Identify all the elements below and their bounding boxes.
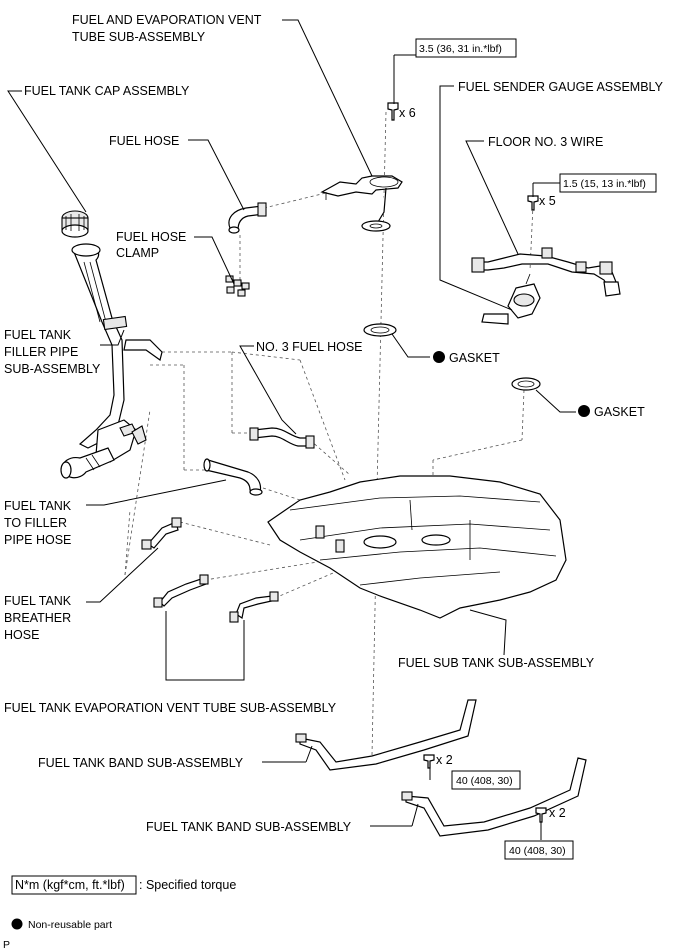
legend-non-reusable-text: Non-reusable part (28, 919, 112, 931)
label-filler-pipe-line-1: FUEL TANK (4, 328, 72, 342)
legend: N*m (kgf*cm, ft.*lbf) : Specified torque… (3, 875, 236, 951)
label-gasket-2: GASKET (594, 405, 645, 419)
fuel-sender-gauge-part (481, 273, 541, 325)
tank-to-filler-hose-part (203, 458, 263, 496)
torque-box-band-1 (451, 770, 521, 790)
torque-value-top: 3.5 (36, 31 in.*lbf) (419, 43, 502, 55)
label-breather-hose-line-2: BREATHER (4, 611, 71, 625)
bolt-sender-icon (527, 195, 539, 211)
fuel-hose-clamp-part (225, 275, 250, 297)
part-labels: FUEL AND EVAPORATION VENT TUBE SUB-ASSEM… (4, 13, 664, 834)
label-tank-to-filler-hose-line-2: TO FILLER (4, 516, 67, 530)
bolt-band-2-icon (535, 807, 547, 823)
torque-callouts: 3.5 (36, 31 in.*lbf) x 6 1.5 (15, 13 in.… (399, 38, 657, 860)
label-band-1: FUEL TANK BAND SUB-ASSEMBLY (38, 756, 244, 770)
label-tank-to-filler-hose-line-1: FUEL TANK (4, 499, 72, 513)
label-evap-vent-tube: FUEL TANK EVAPORATION VENT TUBE SUB-ASSE… (4, 701, 337, 715)
legend-torque-box (11, 875, 137, 895)
gasket-2-part (511, 377, 541, 391)
label-fuel-hose: FUEL HOSE (109, 134, 179, 148)
fuel-sub-tank-part (267, 475, 567, 619)
legend-torque-text: : Specified torque (139, 878, 236, 892)
label-fuel-hose-clamp-line-2: CLAMP (116, 246, 159, 260)
no3-fuel-hose-part (249, 427, 315, 449)
label-breather-hose-line-1: FUEL TANK (4, 594, 72, 608)
torque-box-band-2 (504, 840, 574, 860)
bolt-band-1-icon (423, 754, 435, 769)
legend-non-reusable-dot-icon (11, 918, 23, 930)
bolt-qty-band-1: x 2 (436, 753, 453, 767)
torque-value-band-1: 40 (408, 30) (456, 775, 513, 787)
gasket-1-part (363, 323, 397, 337)
torque-value-band-2: 40 (408, 30) (509, 845, 566, 857)
torque-value-sender: 1.5 (15, 13 in.*lbf) (563, 178, 646, 190)
label-fuel-hose-clamp-line-1: FUEL HOSE (116, 230, 186, 244)
label-filler-pipe-line-3: SUB-ASSEMBLY (4, 362, 101, 376)
fuel-tank-band-2-part (401, 757, 587, 837)
corner-mark: P (3, 939, 10, 951)
label-band-2: FUEL TANK BAND SUB-ASSEMBLY (146, 820, 352, 834)
label-floor-no3-wire: FLOOR NO. 3 WIRE (488, 135, 603, 149)
non-reusable-markers (433, 351, 590, 417)
bolt-top-icon (387, 102, 399, 121)
leader-lines (7, 19, 576, 840)
evap-vent-tube-part (153, 574, 279, 623)
fuel-hose-part (228, 202, 267, 234)
non-reusable-dot-icon (578, 405, 590, 417)
fuel-tank-band-1-part (295, 699, 477, 771)
label-fuel-evap-vent-tube-line-2: TUBE SUB-ASSEMBLY (72, 30, 206, 44)
floor-wire-part (471, 247, 621, 297)
non-reusable-dot-icon (433, 351, 445, 363)
label-fuel-sender-gauge: FUEL SENDER GAUGE ASSEMBLY (458, 80, 664, 94)
label-breather-hose-line-3: HOSE (4, 628, 39, 642)
torque-box-top (415, 38, 517, 58)
label-no3-fuel-hose: NO. 3 FUEL HOSE (256, 340, 363, 354)
filler-pipe-part (60, 243, 163, 479)
label-gasket-1: GASKET (449, 351, 500, 365)
bolt-qty-band-2: x 2 (549, 806, 566, 820)
torque-box-sender (559, 173, 657, 193)
breather-hose-part (141, 517, 182, 550)
fuel-tank-cap-part (61, 210, 89, 238)
label-fuel-sub-tank: FUEL SUB TANK SUB-ASSEMBLY (398, 656, 595, 670)
bolt-qty-sender: x 5 (539, 194, 556, 208)
label-fuel-evap-vent-tube-line-1: FUEL AND EVAPORATION VENT (72, 13, 262, 27)
label-filler-pipe-line-2: FILLER PIPE (4, 345, 78, 359)
fuel-evap-vent-tube-part (320, 175, 403, 232)
bolt-qty-top: x 6 (399, 106, 416, 120)
label-fuel-tank-cap: FUEL TANK CAP ASSEMBLY (24, 84, 190, 98)
label-tank-to-filler-hose-line-3: PIPE HOSE (4, 533, 71, 547)
legend-torque-box-text: N*m (kgf*cm, ft.*lbf) (15, 878, 125, 892)
